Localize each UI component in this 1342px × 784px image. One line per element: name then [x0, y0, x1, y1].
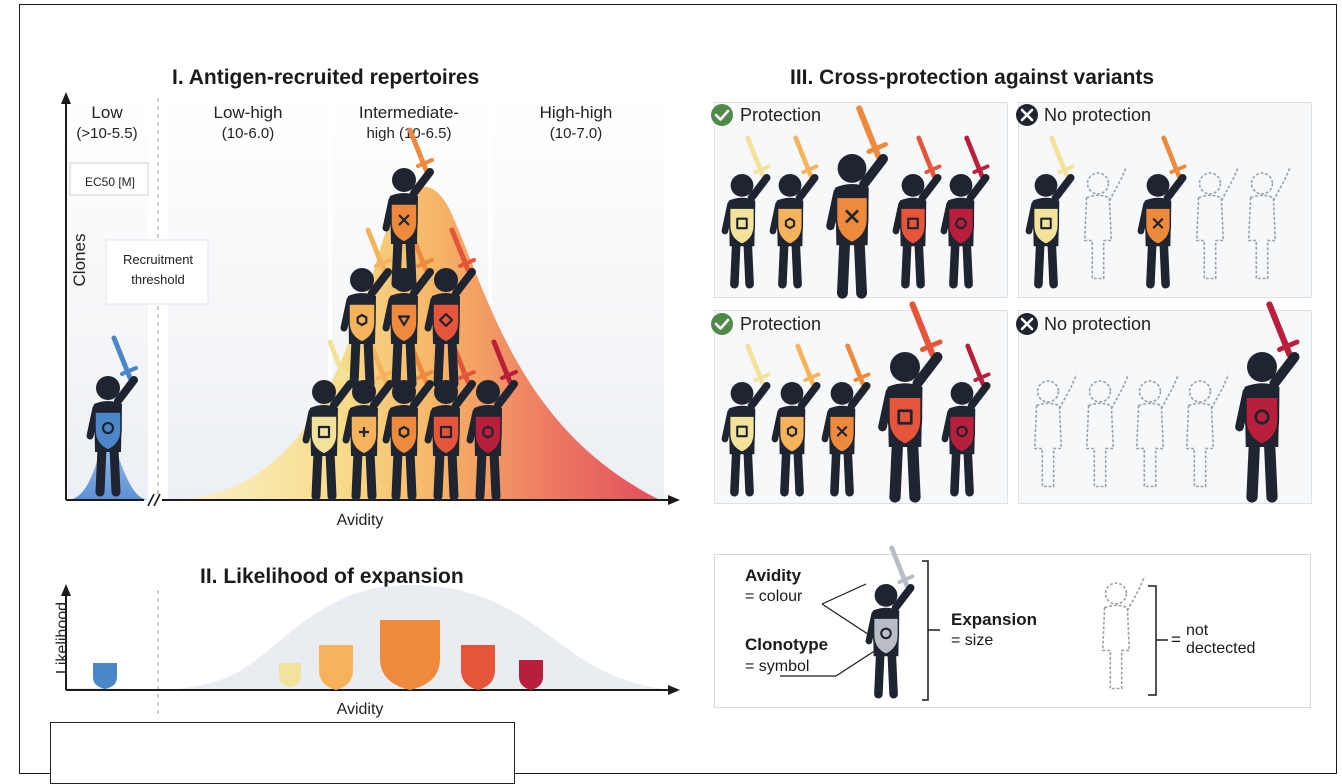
- column-intermediate-name: Intermediate-: [358, 103, 460, 122]
- panel4-figure-ghost: [1085, 374, 1130, 488]
- column-high-high-name: High-high: [539, 103, 613, 122]
- likelihood-x-axis-arrow: [668, 685, 680, 695]
- axis-break-b: [153, 493, 161, 507]
- figure-crimson: [466, 339, 518, 501]
- panel-4-status: No protection: [1044, 314, 1152, 334]
- panel1-figure-red-orange: [892, 135, 942, 289]
- column-low-name: Low: [91, 103, 123, 122]
- panel2-figure-ghost: [1083, 166, 1128, 280]
- legend-clonotype: Clonotype: [745, 635, 829, 654]
- panel1-figure-crimson: [940, 135, 990, 289]
- shield-crimson: [519, 660, 543, 690]
- panel4-figure-ghost: [1033, 374, 1078, 488]
- panel3-figure-light-orange: [771, 343, 821, 497]
- low-avidity-curve: [68, 440, 148, 500]
- panel-3-status: Protection: [740, 314, 822, 334]
- legend-avidity-eq: = colour: [745, 588, 803, 605]
- axis-break-a: [147, 493, 155, 507]
- threshold-label-line2: threshold: [131, 272, 185, 287]
- ec50-box: [69, 162, 149, 196]
- legend-avidity: Avidity: [745, 566, 802, 585]
- section2-title: II. Likelihood of expansion: [200, 565, 464, 588]
- ec50-label: EC50 [M]: [84, 175, 135, 189]
- section3-title: III. Cross-protection against variants: [790, 66, 1155, 89]
- panel2-figure-orange: [1137, 135, 1187, 289]
- likelihood-axis-arrow: [61, 584, 71, 596]
- panel1-figure-orange-large: [826, 105, 889, 299]
- shield-low-blue: [93, 663, 117, 689]
- check-icon: [711, 313, 733, 335]
- legend-box: [714, 554, 1311, 708]
- check-icon: [711, 104, 733, 126]
- cross-icon: [1016, 313, 1038, 335]
- cross-icon: [1016, 104, 1038, 126]
- panel3-figure-red-orange-large: [878, 301, 943, 503]
- panel4-figure-ghost: [1185, 374, 1230, 488]
- legend-figure: [865, 545, 915, 699]
- panel3-figure-yellow: [721, 343, 771, 497]
- expansion-bracket: [922, 560, 929, 701]
- figure-frame: [19, 4, 1337, 774]
- legend-expansion: Expansion: [951, 610, 1037, 629]
- legend-not-detected-eq: =: [1171, 630, 1181, 649]
- column-low-high-value: (10-6.0): [221, 125, 275, 142]
- not-detected-bracket: [1148, 585, 1157, 696]
- section1-title: I. Antigen-recruited repertoires: [172, 66, 480, 89]
- panel3-figure-orange: [821, 343, 871, 497]
- legend-clonotype-eq: = symbol: [745, 658, 810, 675]
- bottom-box: [50, 722, 515, 784]
- column-low-value: (>10-5.5): [76, 125, 138, 142]
- panel3-figure-crimson: [941, 343, 991, 497]
- figure-orange-top: [382, 127, 434, 289]
- shield-yellow: [279, 663, 301, 687]
- panel-1-status: Protection: [740, 105, 822, 125]
- panel1-figure-yellow: [721, 135, 771, 289]
- avidity-axis-label: Avidity: [336, 512, 384, 529]
- figure-yellow: [302, 339, 354, 501]
- panel1-figure-light-orange: [769, 135, 819, 289]
- legend-expansion-eq: = size: [951, 632, 994, 649]
- panel2-figure-yellow: [1025, 135, 1075, 289]
- clones-axis-arrow: [61, 92, 71, 104]
- shield-red-orange: [461, 645, 495, 690]
- panel4-figure-crimson-large: [1235, 301, 1300, 503]
- shield-orange: [380, 620, 440, 690]
- panel2-figure-ghost: [1195, 166, 1240, 280]
- threshold-label-line1: Recruitment: [122, 252, 194, 267]
- avidity-pointer-a: [821, 583, 867, 605]
- panel-2-status: No protection: [1044, 105, 1152, 125]
- legend-not-detected-1: not: [1186, 622, 1209, 639]
- legend-not-detected-2: dectected: [1186, 640, 1256, 657]
- figure-low-blue: [86, 335, 138, 497]
- column-high-high-value: (10-7.0): [549, 125, 603, 142]
- figure-light-orange-2: [340, 227, 392, 389]
- column-low-high-name: Low-high: [213, 103, 283, 122]
- shield-light-orange: [319, 645, 353, 690]
- likelihood-x-axis-label: Avidity: [336, 701, 384, 718]
- figure-light-orange: [342, 339, 394, 501]
- figure-orange: [382, 339, 434, 501]
- panel4-figure-ghost: [1135, 374, 1180, 488]
- figure-red-orange-2: [424, 227, 476, 389]
- threshold-label-box: [105, 239, 209, 305]
- legend-ghost-figure: [1101, 576, 1146, 690]
- panel2-figure-ghost: [1247, 166, 1292, 280]
- avidity-axis-arrow: [668, 495, 680, 505]
- clonotype-pointer: [835, 649, 877, 677]
